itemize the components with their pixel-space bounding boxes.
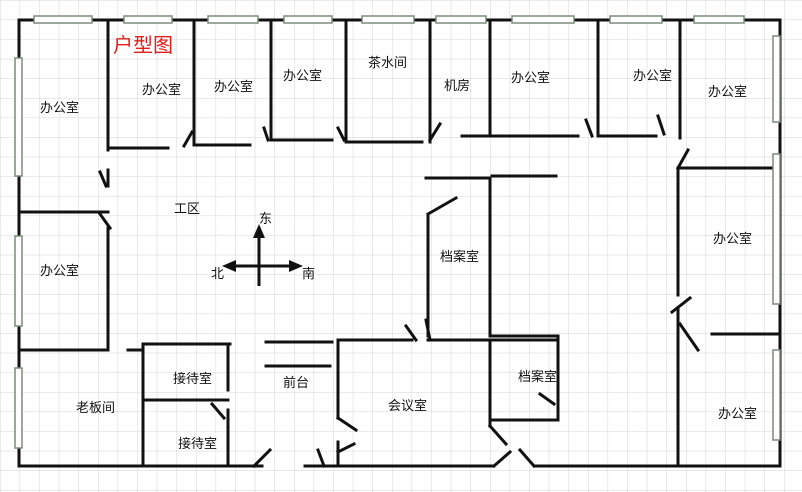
compass-south-label: 南 (302, 266, 315, 282)
windows (14, 15, 781, 449)
doors (97, 114, 701, 469)
compass-north-label: 北 (211, 267, 224, 282)
compass-east-label: 东 (259, 212, 272, 227)
room-label-work-area: 工区 (174, 202, 200, 217)
compass: 东 北 南 (211, 212, 315, 286)
room-label-office-top-right: 办公室 (708, 84, 747, 100)
room-label-reception-1: 接待室 (173, 371, 212, 387)
room-label-office-top-left: 办公室 (40, 100, 79, 116)
room-label-office-7: 办公室 (633, 68, 672, 84)
room-label-office-4: 办公室 (283, 68, 322, 84)
room-labels: 办公室 办公室 办公室 办公室 茶水间 机房 办公室 办公室 办公室 工区 办公… (40, 55, 757, 452)
room-label-reception-2: 接待室 (178, 436, 217, 452)
room-label-meeting-room: 会议室 (388, 398, 427, 414)
room-label-tea-room: 茶水间 (368, 55, 407, 71)
plan-title: 户型图 (113, 33, 173, 57)
room-label-front-desk: 前台 (283, 375, 309, 391)
room-label-office-3: 办公室 (214, 79, 253, 95)
room-label-office-bottom-right: 办公室 (718, 406, 757, 422)
room-label-office-6: 办公室 (511, 70, 550, 86)
room-label-archive-2: 档案室 (518, 369, 557, 385)
room-label-archive-1: 档案室 (440, 249, 479, 265)
compass-arrows-icon (222, 224, 303, 286)
room-label-office-mid-right: 办公室 (713, 231, 752, 247)
room-label-machine-room: 机房 (444, 78, 470, 94)
room-label-office-2: 办公室 (142, 82, 181, 98)
room-label-office-mid-left: 办公室 (40, 263, 79, 279)
room-label-boss-office: 老板间 (76, 401, 115, 416)
